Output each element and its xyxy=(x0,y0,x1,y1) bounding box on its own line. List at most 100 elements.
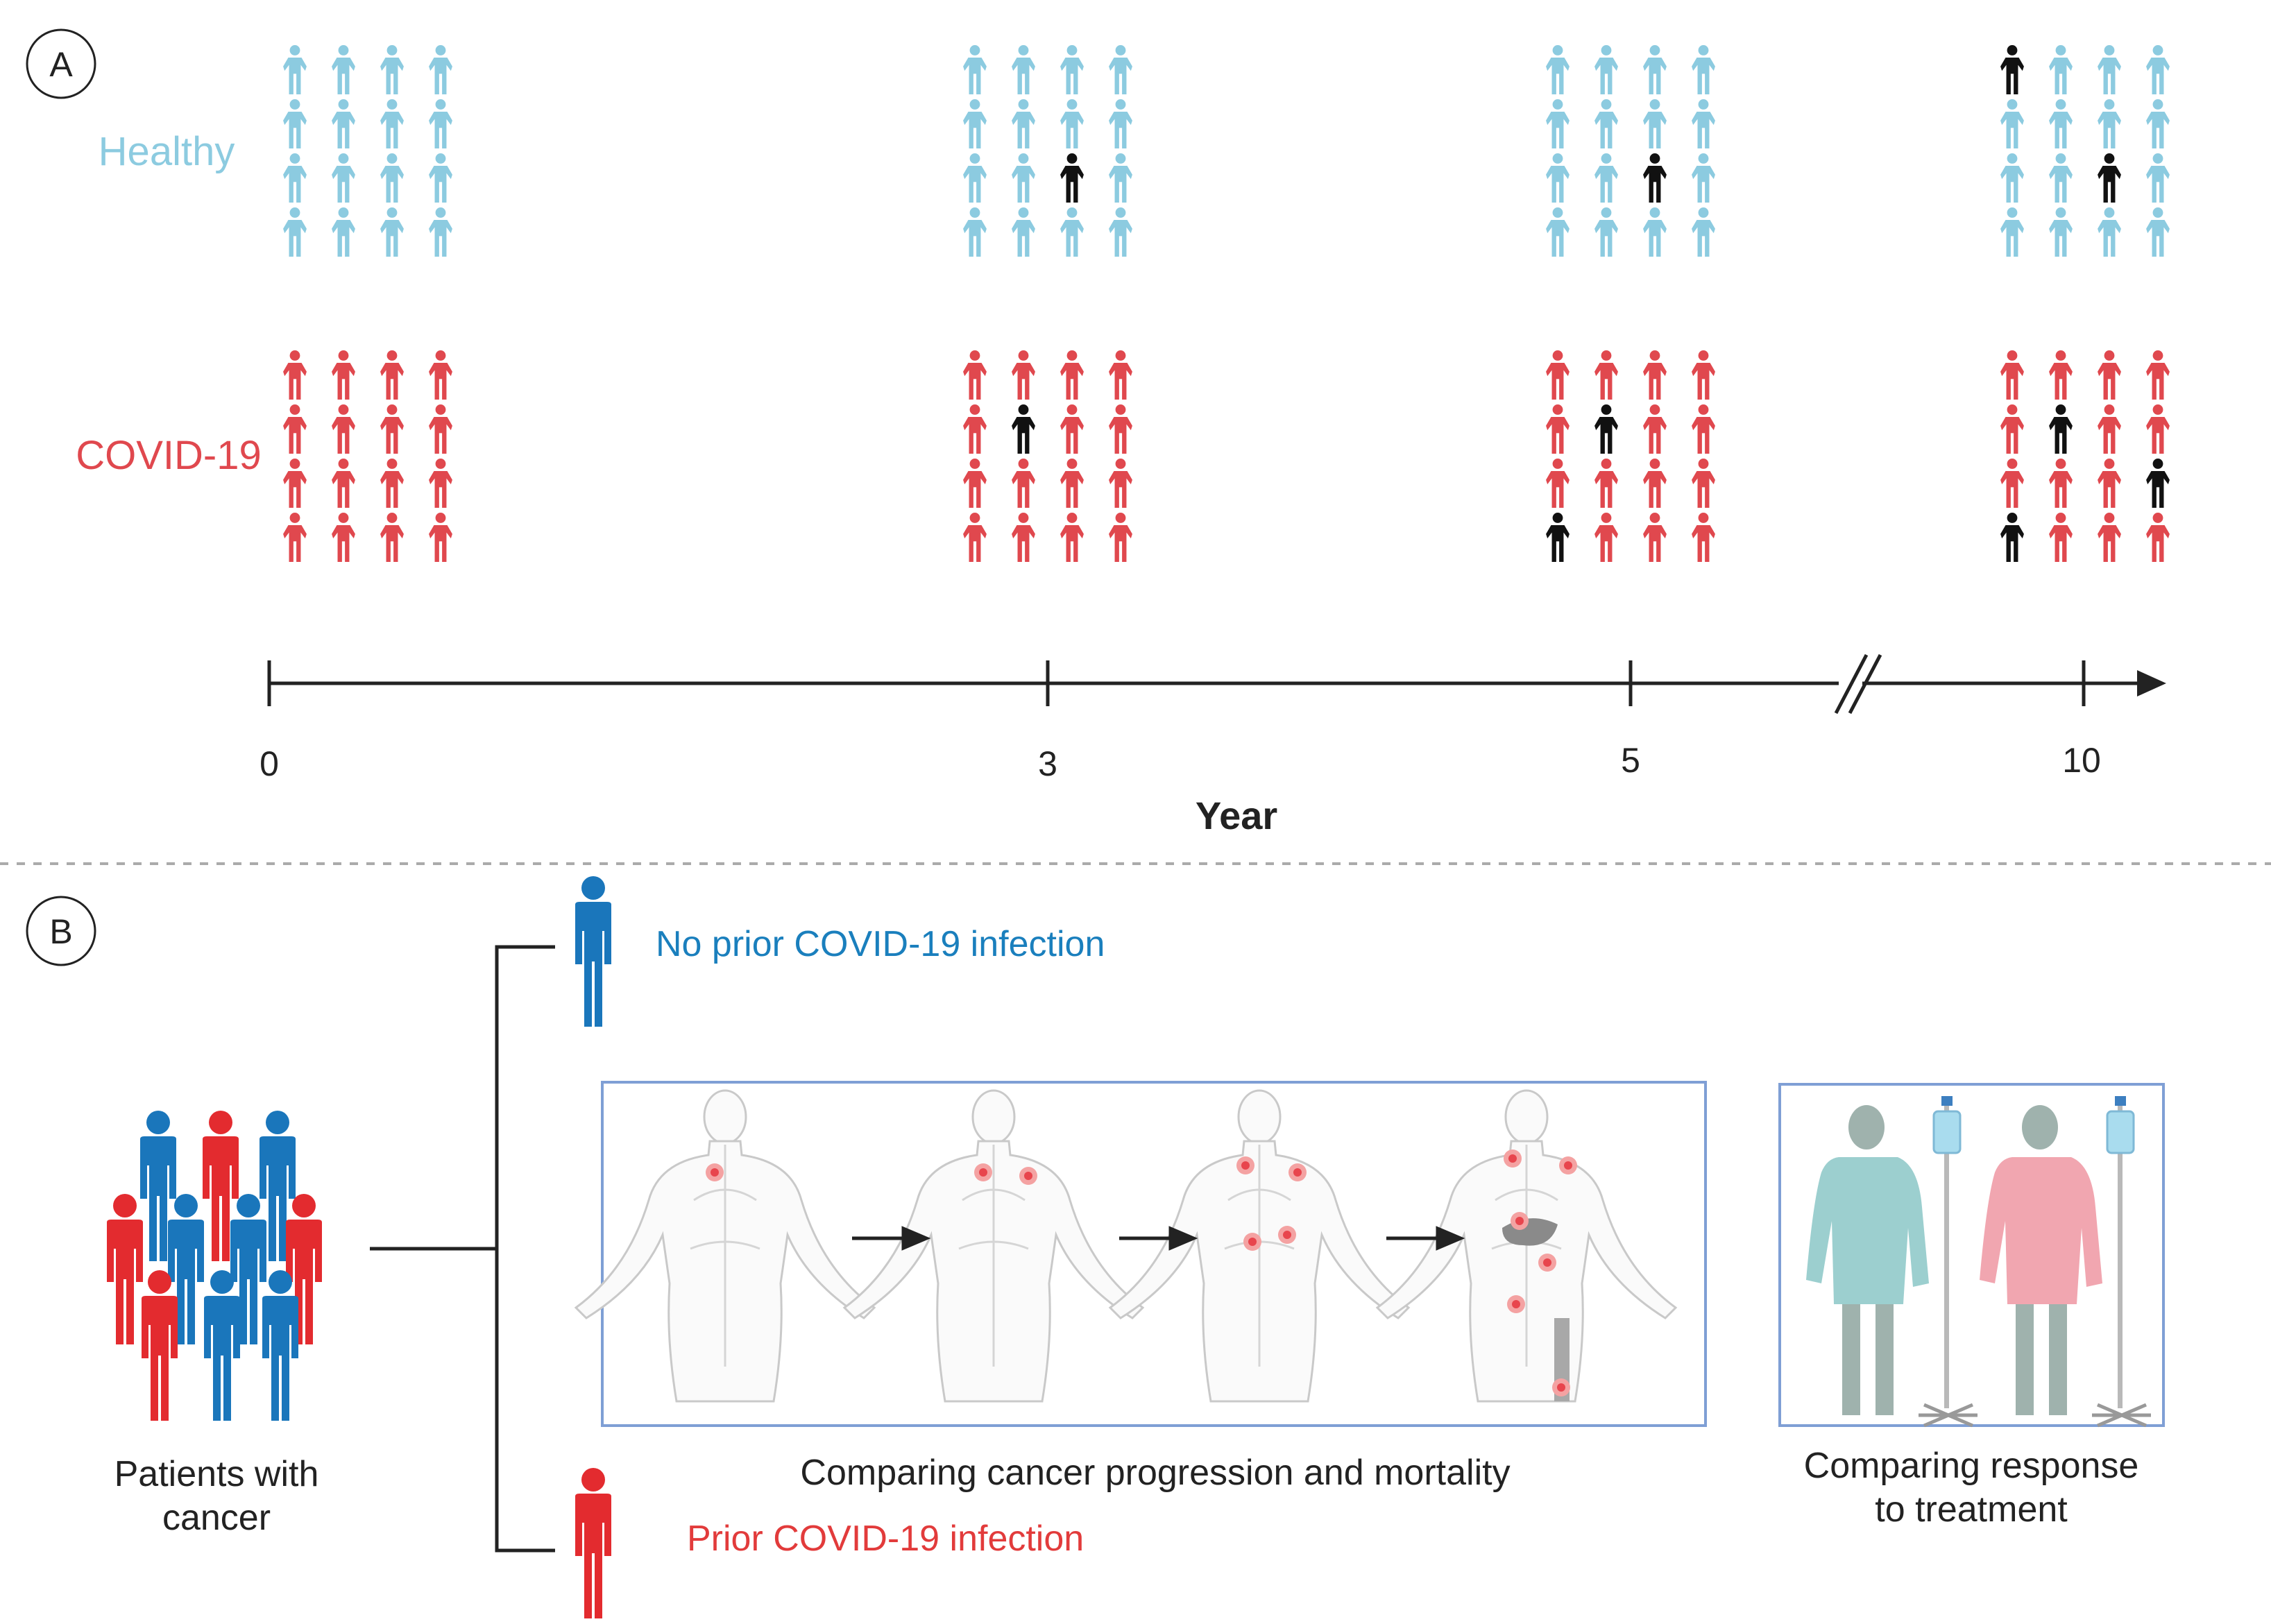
covid-person-icon xyxy=(1060,459,1084,508)
covid-person-icon xyxy=(2098,513,2121,562)
covid-person-icon xyxy=(1109,513,1132,562)
body-silhouette xyxy=(842,1089,1145,1403)
panel-a-label: A xyxy=(49,45,73,84)
healthy-person-icon xyxy=(283,153,307,203)
healthy-person-icon xyxy=(380,99,404,148)
healthy-person-icon xyxy=(429,153,452,203)
covid-person-icon xyxy=(2049,350,2073,400)
healthy-person-icon xyxy=(283,99,307,148)
healthy-person-icon xyxy=(332,45,355,94)
healthy-person-icon xyxy=(2049,45,2073,94)
healthy-person-icon xyxy=(332,207,355,257)
covid-person-icon xyxy=(1546,459,1570,508)
healthy-person-icon xyxy=(1060,207,1084,257)
healthy-person-icon xyxy=(1643,45,1667,94)
healthy-person-icon xyxy=(1012,45,1035,94)
covid-person-icon xyxy=(1109,404,1132,454)
panel-b-badge xyxy=(26,896,96,966)
healthy-person-icon xyxy=(1643,207,1667,257)
healthy-person-icon xyxy=(1692,207,1715,257)
covid-person-icon xyxy=(2098,459,2121,508)
crowd-person xyxy=(142,1270,178,1421)
split-bracket xyxy=(370,945,555,1553)
panel-b-label: B xyxy=(49,912,72,951)
iv-patient xyxy=(1980,1096,2151,1428)
covid-person-icon xyxy=(1692,350,1715,400)
covid-person-icon xyxy=(283,350,307,400)
healthy-person-icon xyxy=(283,45,307,94)
healthy-person-icon xyxy=(2049,153,2073,203)
iv-patient xyxy=(1806,1096,1977,1428)
covid-person-icon xyxy=(429,404,452,454)
treatment-caption-line2: to treatment xyxy=(1875,1489,2068,1530)
covid-person-icon xyxy=(2146,350,2170,400)
healthy-person-icon xyxy=(2049,99,2073,148)
healthy-person-icon xyxy=(2098,99,2121,148)
covid-person-icon xyxy=(1012,404,1035,454)
covid-person-icon xyxy=(332,350,355,400)
covid-person-icon xyxy=(963,513,987,562)
covid-person-icon xyxy=(1594,513,1618,562)
covid-person-icon xyxy=(2049,513,2073,562)
healthy-person-icon xyxy=(2000,99,2024,148)
crowd-person xyxy=(262,1270,298,1421)
covid-person-icon xyxy=(283,404,307,454)
covid-person-icon xyxy=(1692,513,1715,562)
healthy-person-icon xyxy=(1109,207,1132,257)
covid-person-icon xyxy=(963,404,987,454)
healthy-person-icon xyxy=(2146,45,2170,94)
healthy-person-icon xyxy=(2098,207,2121,257)
covid-person-icon xyxy=(283,513,307,562)
no-prior-covid-label: No prior COVID-19 infection xyxy=(656,924,1105,964)
covid-person-icon xyxy=(332,459,355,508)
axis-title: Year xyxy=(1196,794,1277,837)
people-grids xyxy=(283,45,2170,562)
patients-crowd xyxy=(107,1111,322,1421)
healthy-person-icon xyxy=(2098,153,2121,203)
healthy-person-icon xyxy=(1594,99,1618,148)
healthy-person-icon xyxy=(1060,153,1084,203)
covid-person-icon xyxy=(963,350,987,400)
healthy-person-icon xyxy=(380,207,404,257)
covid-person-icon xyxy=(1012,459,1035,508)
healthy-person-icon xyxy=(1060,45,1084,94)
healthy-person-icon xyxy=(283,207,307,257)
covid-person-icon xyxy=(2000,350,2024,400)
covid-person-icon xyxy=(963,459,987,508)
healthy-person-icon xyxy=(1643,99,1667,148)
covid-person-icon xyxy=(2049,404,2073,454)
covid-person-icon xyxy=(1594,459,1618,508)
covid-person-icon xyxy=(1692,459,1715,508)
covid-person-icon xyxy=(380,513,404,562)
covid-person-icon xyxy=(1692,404,1715,454)
healthy-person-icon xyxy=(2146,207,2170,257)
healthy-person-icon xyxy=(429,45,452,94)
covid-person-icon xyxy=(2000,513,2024,562)
healthy-person-icon xyxy=(963,99,987,148)
panel-b: B Patients with cancer No prior COVID-19… xyxy=(26,876,2165,1618)
healthy-person-icon xyxy=(2000,45,2024,94)
axis-tick-label-3: 3 xyxy=(1038,744,1057,783)
axis-break-mark-2 xyxy=(1848,653,1882,715)
body-silhouette xyxy=(1375,1089,1678,1403)
covid-person-icon xyxy=(1594,350,1618,400)
healthy-person-icon xyxy=(380,153,404,203)
healthy-person-icon xyxy=(1692,153,1715,203)
healthy-person-icon xyxy=(1012,153,1035,203)
covid-person-icon xyxy=(380,404,404,454)
covid-person-icon xyxy=(2146,404,2170,454)
body-silhouette xyxy=(1108,1089,1411,1403)
covid-person-icon xyxy=(2049,459,2073,508)
progression-bodies xyxy=(574,1089,1678,1403)
crowd-person xyxy=(107,1194,143,1344)
crowd-person xyxy=(204,1270,240,1421)
healthy-row-label: Healthy xyxy=(99,129,235,174)
axis-tick-label-10: 10 xyxy=(2062,741,2101,780)
covid-person-icon xyxy=(1594,404,1618,454)
covid-person-icon xyxy=(429,513,452,562)
axis-break-mark-1 xyxy=(1834,653,1869,715)
panel-a: A Healthy COVID-19 0 3 5 10 Year xyxy=(26,28,2170,837)
axis-arrowhead xyxy=(2137,670,2166,696)
no-prior-covid-person xyxy=(575,876,611,1027)
